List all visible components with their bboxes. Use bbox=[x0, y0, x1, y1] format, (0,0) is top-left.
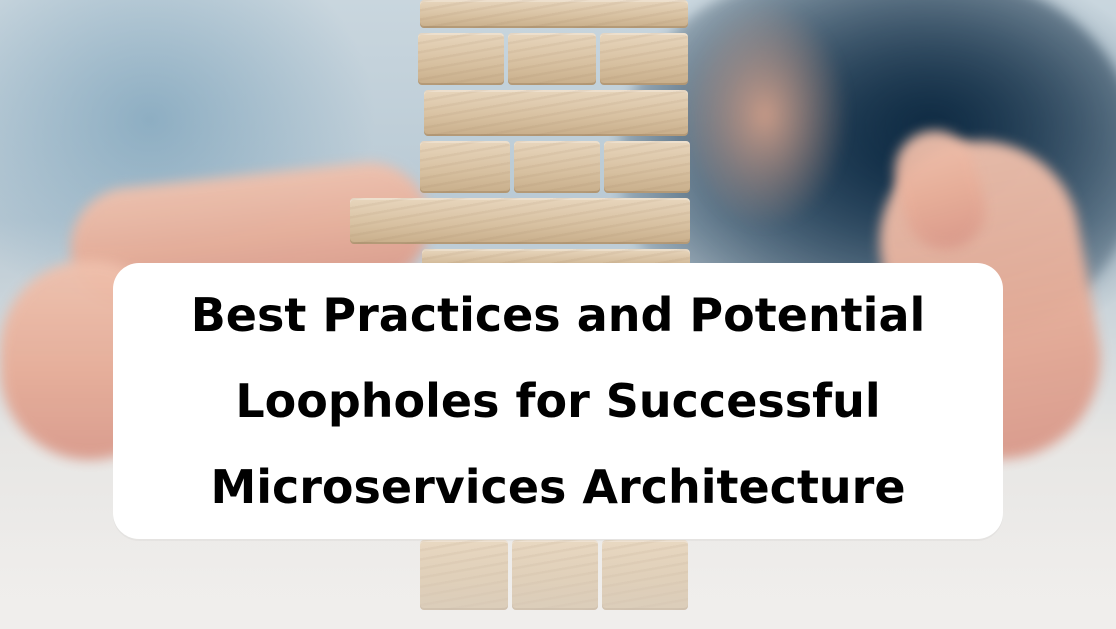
headline: Best Practices and Potential Loopholes f… bbox=[113, 263, 1003, 539]
headline-line-3: Microservices Architecture bbox=[210, 460, 906, 514]
title-card: Best Practices and Potential Loopholes f… bbox=[113, 263, 1003, 539]
block bbox=[424, 90, 688, 136]
block bbox=[418, 33, 504, 85]
pulled-block bbox=[350, 198, 690, 244]
block bbox=[514, 141, 600, 193]
block bbox=[600, 33, 688, 85]
headline-line-2: Loopholes for Successful bbox=[235, 374, 881, 428]
face-blur bbox=[680, 0, 850, 230]
block bbox=[604, 141, 690, 193]
headline-line-1: Best Practices and Potential bbox=[190, 288, 926, 342]
block bbox=[420, 0, 688, 28]
block bbox=[508, 33, 596, 85]
block bbox=[420, 141, 510, 193]
